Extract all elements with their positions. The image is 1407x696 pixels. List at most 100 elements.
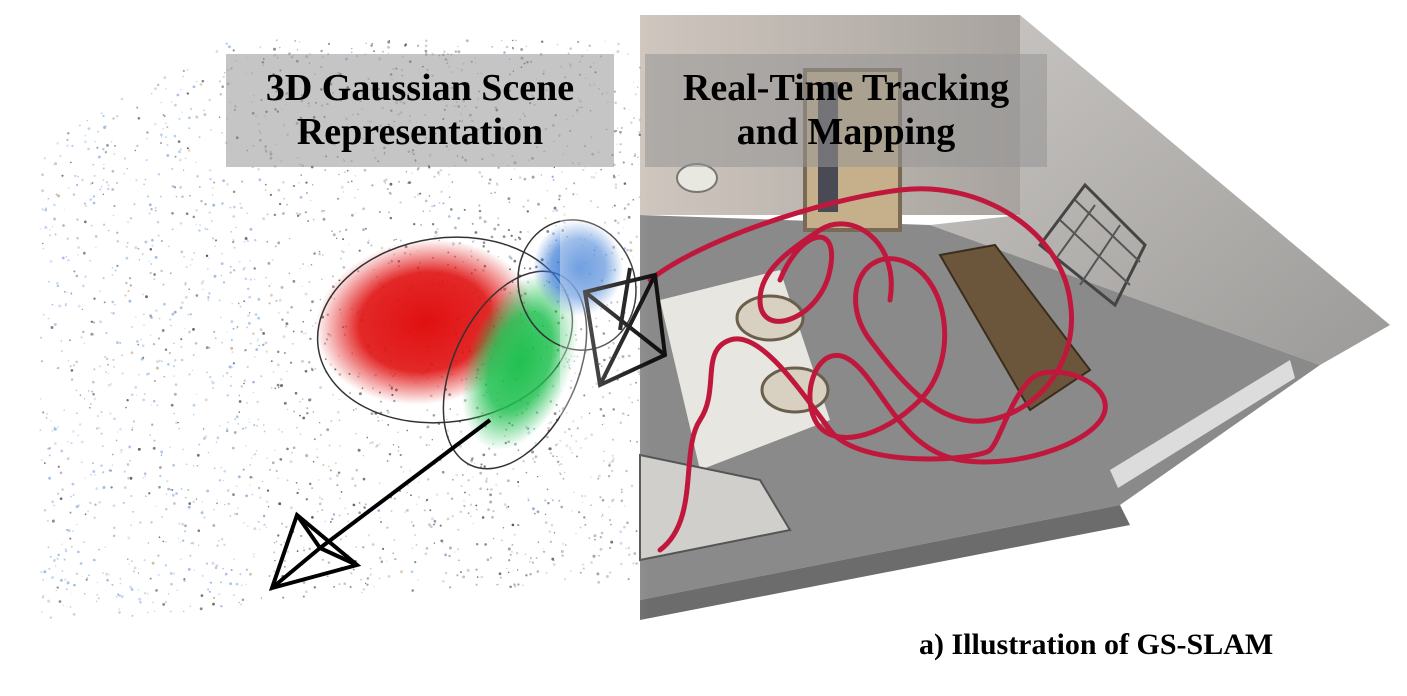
cloud-point	[447, 215, 451, 218]
cloud-point	[182, 69, 185, 73]
cloud-point	[364, 503, 367, 506]
cloud-point	[380, 560, 384, 564]
cloud-point	[222, 75, 225, 79]
cloud-point	[342, 191, 345, 193]
cloud-point	[173, 412, 176, 415]
cloud-point	[143, 472, 147, 475]
cloud-point	[53, 427, 57, 431]
cloud-point	[190, 542, 193, 545]
cloud-point	[370, 412, 374, 416]
cloud-point	[154, 207, 157, 209]
cloud-point	[42, 247, 45, 250]
cloud-point	[281, 180, 285, 184]
cloud-point	[444, 553, 447, 557]
cloud-point	[397, 450, 400, 452]
cloud-point	[429, 525, 433, 529]
cloud-point	[544, 217, 547, 220]
cloud-point	[441, 448, 444, 450]
cloud-point	[214, 337, 217, 339]
cloud-point	[547, 422, 550, 425]
cloud-point	[85, 578, 88, 581]
cloud-point	[232, 190, 236, 194]
cloud-point	[162, 302, 166, 306]
cloud-point	[546, 190, 548, 192]
cloud-point	[321, 498, 323, 500]
cloud-point	[125, 245, 129, 248]
cloud-point	[446, 517, 450, 521]
cloud-point	[407, 484, 410, 487]
cloud-point	[188, 288, 190, 290]
cloud-point	[222, 281, 226, 284]
cloud-point	[227, 45, 231, 49]
cloud-point	[378, 577, 381, 580]
cloud-point	[59, 471, 63, 475]
cloud-point	[85, 205, 87, 207]
cloud-point	[144, 475, 146, 477]
cloud-point	[406, 429, 408, 432]
cloud-point	[158, 466, 162, 469]
cloud-point	[201, 79, 205, 83]
cloud-point	[425, 443, 428, 447]
cloud-point	[553, 532, 556, 534]
cloud-point	[489, 500, 493, 504]
cloud-point	[198, 229, 201, 232]
cloud-point	[548, 447, 552, 451]
cloud-point	[332, 393, 334, 396]
cloud-point	[242, 468, 245, 471]
cloud-point	[130, 560, 133, 563]
cloud-point	[556, 455, 558, 458]
cloud-point	[98, 500, 102, 504]
cloud-point	[115, 596, 118, 598]
cloud-point	[204, 227, 207, 230]
cloud-point	[384, 182, 387, 184]
cloud-point	[75, 389, 78, 392]
cloud-point	[312, 218, 315, 221]
cloud-point	[209, 169, 212, 171]
cloud-point	[304, 369, 308, 373]
cloud-point	[146, 138, 148, 140]
cloud-point	[400, 570, 403, 574]
cloud-point	[342, 251, 345, 254]
cloud-point	[81, 575, 84, 577]
camera-trajectory	[647, 186, 1108, 553]
cloud-point	[265, 526, 268, 529]
cloud-point	[192, 85, 196, 89]
cloud-point	[126, 399, 129, 402]
cloud-point	[213, 508, 215, 511]
cloud-point	[370, 44, 373, 47]
cloud-point	[181, 195, 184, 199]
cloud-point	[232, 493, 235, 496]
cloud-point	[367, 534, 370, 537]
cloud-point	[312, 325, 314, 327]
cloud-point	[74, 174, 77, 177]
cloud-point	[238, 601, 240, 604]
cloud-point	[159, 474, 162, 477]
cloud-point	[169, 572, 173, 575]
cloud-point	[393, 539, 396, 541]
cloud-point	[523, 177, 527, 181]
cloud-point	[67, 258, 70, 262]
cloud-point	[77, 550, 80, 554]
cloud-point	[266, 213, 269, 216]
cloud-point	[267, 261, 271, 265]
cloud-point	[249, 464, 252, 466]
cloud-point	[292, 330, 295, 333]
cloud-point	[42, 411, 45, 414]
cloud-point	[525, 45, 528, 48]
cloud-point	[371, 184, 374, 187]
cloud-point	[206, 228, 209, 231]
cloud-point	[77, 506, 79, 508]
cloud-point	[240, 206, 243, 210]
cloud-point	[482, 241, 486, 244]
cloud-point	[552, 562, 556, 566]
cloud-point	[158, 574, 160, 576]
cloud-point	[195, 161, 197, 164]
cloud-point	[184, 295, 188, 299]
cloud-point	[208, 211, 211, 214]
cloud-point	[151, 238, 154, 242]
cloud-point	[148, 260, 150, 262]
cloud-point	[320, 49, 323, 53]
cloud-point	[479, 471, 483, 475]
cloud-point	[289, 460, 293, 464]
cloud-point	[221, 341, 224, 344]
